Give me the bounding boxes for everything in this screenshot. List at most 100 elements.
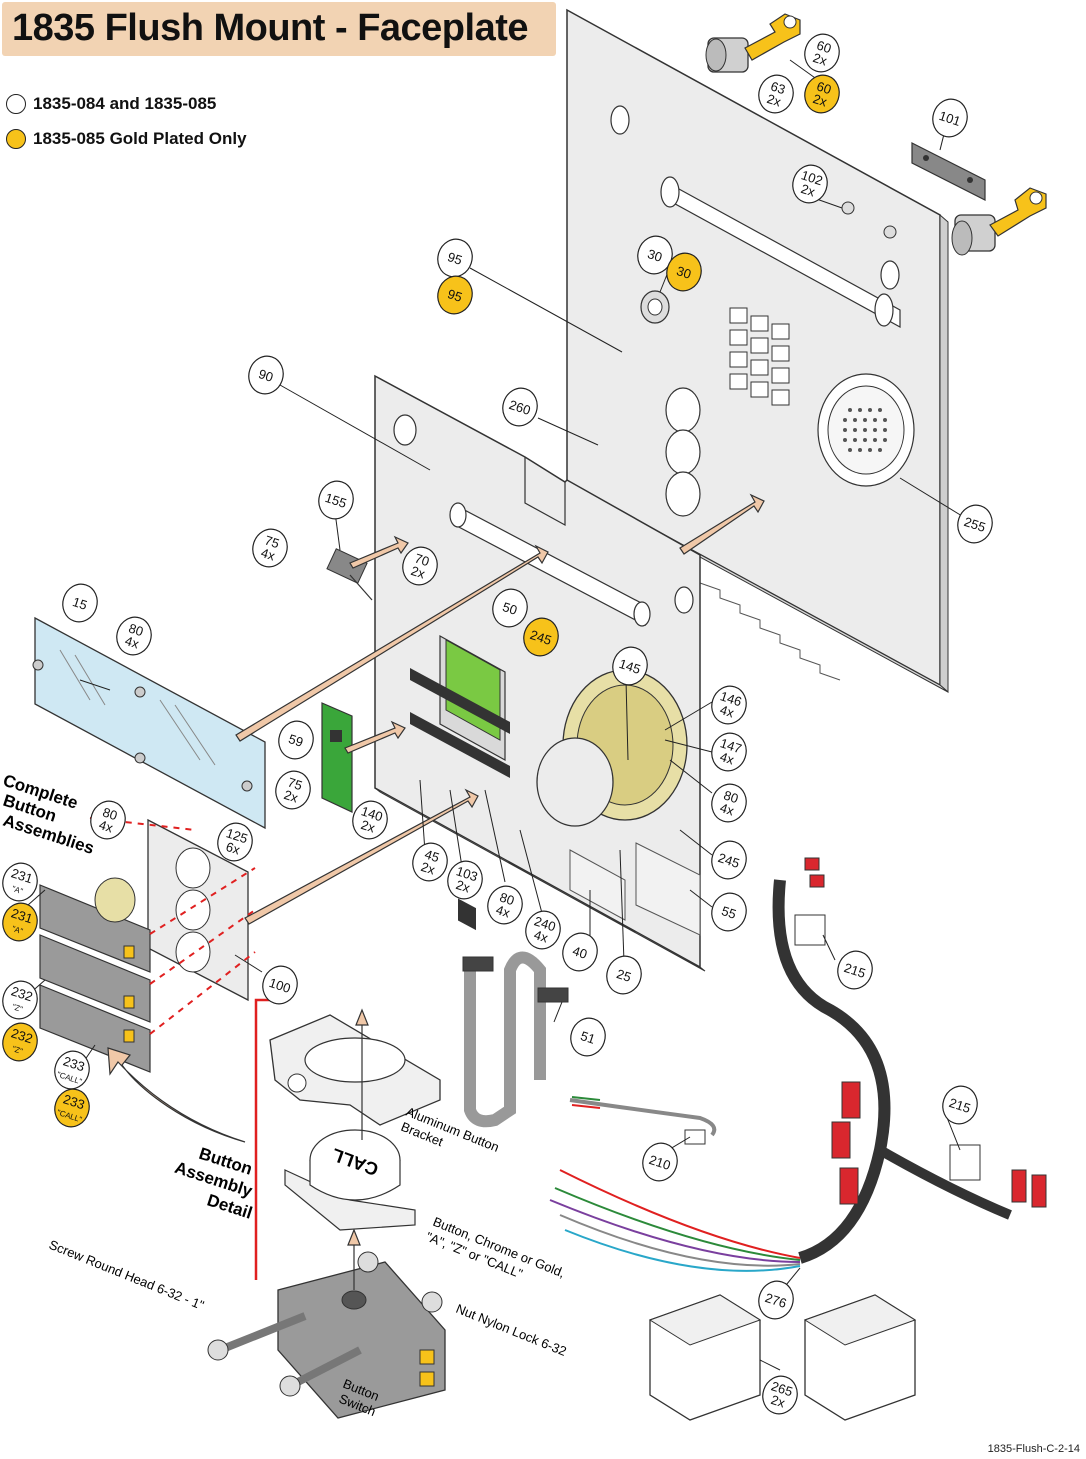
callout-text: 255 (962, 514, 987, 535)
cable-210 (569, 1096, 717, 1145)
callout-276: 276 (758, 1280, 794, 1320)
callout-text: 147 (718, 735, 743, 756)
callout-text: 140 (359, 803, 384, 824)
callout-231g: 231"A" (2, 902, 38, 942)
tamper-switch-155 (326, 548, 373, 601)
key-lock-top (705, 13, 801, 73)
callout-text: 70 (413, 550, 431, 569)
callout-text: 231 (9, 865, 34, 886)
callout-circle (612, 646, 648, 686)
callout-circle (523, 617, 559, 657)
callout-260: 260 (502, 387, 538, 427)
callout-text: 2x (811, 91, 829, 110)
callout-100: 100 (262, 965, 298, 1005)
callout-15: 15 (62, 583, 98, 623)
callout-text: 95 (446, 249, 464, 268)
callout-circle (62, 583, 98, 623)
callout-circle (437, 275, 473, 315)
callout-text: 145 (617, 656, 642, 677)
ribbon-cable-51 (462, 951, 569, 1128)
detail-frame-line (254, 998, 270, 1280)
callout-text: 4x (123, 633, 141, 652)
callout-circle (957, 504, 993, 544)
assembly-arrows (107, 493, 765, 1143)
legend-item-gold: 1835-085 Gold Plated Only (6, 128, 247, 150)
callout-circle (262, 965, 298, 1005)
aluminum-bracket (269, 1014, 441, 1126)
callout-text: 2x (769, 1392, 787, 1411)
circuit-board-50 (410, 634, 510, 931)
callout-text: 95 (446, 286, 464, 305)
callout-text: "Z" (11, 1044, 24, 1056)
callout-text: 146 (718, 688, 743, 709)
callout-255: 255 (957, 504, 993, 544)
callout-text: 45 (423, 846, 441, 865)
callout-245g: 245 (523, 617, 559, 657)
callout-text: 233 (61, 1091, 86, 1112)
callout-text: 215 (842, 960, 867, 981)
callout-text: 232 (9, 1025, 34, 1046)
ferrite-cores-265 (648, 1294, 917, 1421)
callout-circle (492, 588, 528, 628)
callout-text: 2x (419, 859, 437, 878)
callout-215a: 215 (837, 950, 873, 990)
callout-text: 25 (615, 966, 633, 985)
callout-233w: 233"CALL" (54, 1050, 90, 1090)
callout-circle (352, 800, 388, 840)
button-switch-detail (207, 1251, 446, 1419)
glass-cover-15 (32, 616, 266, 830)
legend-label: 1835-084 and 1835-085 (33, 94, 217, 113)
callout-95w: 95 (437, 238, 473, 278)
callout-text: 276 (763, 1290, 788, 1311)
callout-circle (278, 720, 314, 760)
leader-lines (27, 59, 963, 1371)
callout-circle (562, 932, 598, 972)
callout-circle (711, 892, 747, 932)
callout-circle (711, 732, 747, 772)
callout-circle (252, 528, 288, 568)
callout-text: 245 (528, 627, 553, 648)
callout-circle (2, 980, 38, 1020)
callout-layer: 602x602x632x1011022x95953030902602551557… (2, 33, 993, 1415)
callout-25: 25 (606, 955, 642, 995)
callout-text: 103 (454, 863, 479, 884)
callout-30g: 30 (666, 252, 702, 292)
callout-text: 231 (9, 905, 34, 926)
callout-245w: 245 (711, 840, 747, 880)
callout-text: 75 (286, 774, 304, 793)
callout-text: 125 (224, 825, 249, 846)
callout-text: 2x (811, 50, 829, 69)
legend-label: 1835-085 Gold Plated Only (33, 129, 247, 148)
callout-59: 59 (278, 720, 314, 760)
callout-text: 80 (101, 804, 119, 823)
callout-circle (711, 783, 747, 823)
detail-arrows (347, 1008, 369, 1290)
callout-text: 102 (799, 167, 824, 188)
callout-text: 265 (769, 1378, 794, 1399)
callout-text: 4x (97, 817, 115, 836)
callout-circle (487, 885, 523, 925)
callout-circle (318, 480, 354, 520)
callout-231w: 231"A" (2, 862, 38, 902)
callout-233g: 233"CALL" (54, 1088, 90, 1128)
callout-text: 240 (532, 913, 557, 934)
callout-40: 40 (562, 932, 598, 972)
callout-text: 2x (765, 91, 783, 110)
callout-circle (642, 1142, 678, 1182)
callout-30w: 30 (637, 235, 673, 275)
callout-circle (837, 950, 873, 990)
callout-circle (606, 955, 642, 995)
callout-90: 90 (248, 355, 284, 395)
legend-white-circle-icon (6, 94, 26, 114)
